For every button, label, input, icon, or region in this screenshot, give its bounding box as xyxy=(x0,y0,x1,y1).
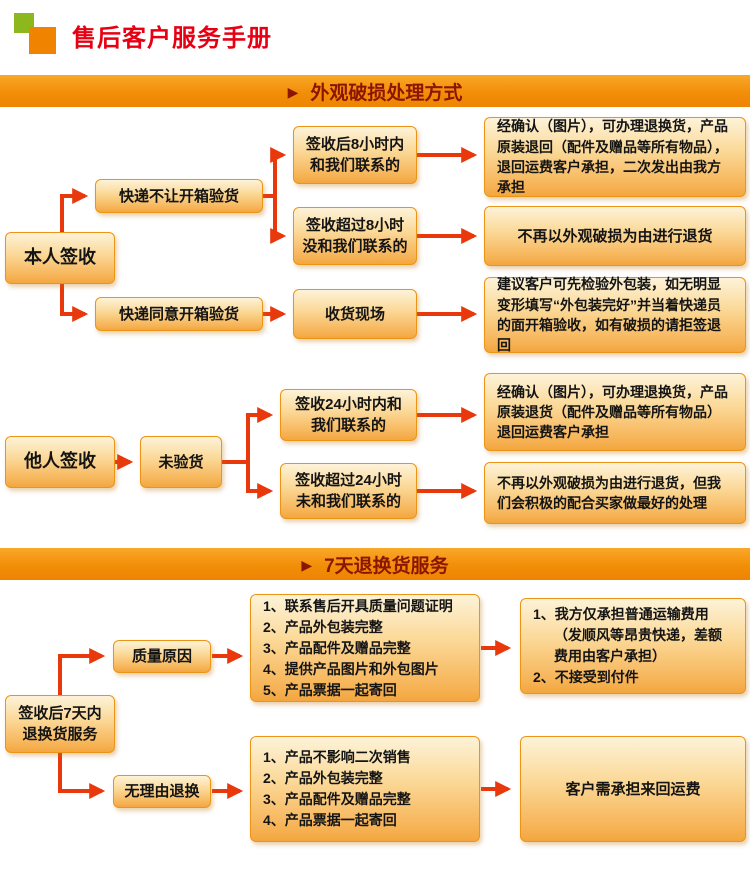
list-item: 4、提供产品图片和外包图片 xyxy=(263,660,439,677)
result-over-8h: 不再以外观破损为由进行退货 xyxy=(484,206,746,266)
brand-logo xyxy=(14,10,60,56)
node-not-inspected: 未验货 xyxy=(140,436,222,488)
node-other-sign: 他人签收 xyxy=(5,436,115,488)
page-header: 售后客户服务手册 xyxy=(0,0,750,66)
connector-self-to-agreeopen xyxy=(60,284,89,322)
result-receive-scene: 建议客户可先检验外包装，如无明显变形填写“外包装完好”并当着快递员的面开箱验收，… xyxy=(484,276,746,353)
node-self-sign: 本人签收 xyxy=(5,232,115,284)
list-item: 1、产品不影响二次销售 xyxy=(263,749,411,765)
node-over-8h: 签收超过8小时没和我们联系的 xyxy=(293,207,417,265)
result-within-24h: 经确认（图片），可办理退换货，产品原装退货（配件及赠品等所有物品）退回运费客户承… xyxy=(484,373,746,451)
node-quality-reason: 质量原因 xyxy=(113,640,211,673)
node-receive-scene: 收货现场 xyxy=(293,289,417,339)
logo-orange-square-icon xyxy=(29,27,56,54)
node-over-24h: 签收超过24小时未和我们联系的 xyxy=(280,463,417,519)
list-item: 1、我方仅承担普通运输费用（发顺风等昂贵快递，差额费用由客户承担） xyxy=(533,606,722,664)
triangle-marker-icon: ▶ xyxy=(301,556,313,573)
quality-requirement-list: 1、联系售后开具质量问题证明 2、产品外包装完整 3、产品配件及赠品完整 4、提… xyxy=(250,594,480,702)
connector-root7-to-quality xyxy=(58,648,106,695)
list-item: 2、产品外包装完整 xyxy=(263,770,383,786)
node-7day-service: 签收后7天内退换货服务 xyxy=(5,695,115,753)
list-item: 2、不接受到付件 xyxy=(533,669,639,685)
connector-self-to-noopen xyxy=(60,188,89,232)
quality-result-box: 1、我方仅承担普通运输费用（发顺风等昂贵快递，差额费用由客户承担） 2、不接受到… xyxy=(520,598,746,694)
no-reason-result-box: 客户需承担来回运费 xyxy=(520,736,746,842)
node-within-24h: 签收24小时内和我们联系的 xyxy=(280,389,417,441)
node-courier-no-open: 快递不让开箱验货 xyxy=(95,179,263,213)
connector-notinspected-split-up xyxy=(222,407,274,464)
connector-noopen-split-down xyxy=(270,196,287,244)
list-item: 3、产品配件及赠品完整 xyxy=(263,791,411,807)
page-title: 售后客户服务手册 xyxy=(72,25,272,52)
node-courier-agree-open: 快递同意开箱验货 xyxy=(95,297,263,331)
result-within-8h: 经确认（图片），可办理退换货，产品原装退回（配件及赠品等所有物品），退回运费客户… xyxy=(484,117,746,197)
node-no-reason: 无理由退换 xyxy=(113,775,211,808)
section1-banner-title: 外观破损处理方式 xyxy=(310,82,463,104)
list-item: 1、联系售后开具质量问题证明 xyxy=(263,597,453,614)
connector-noopen-split-up xyxy=(263,147,287,198)
node-within-8h: 签收后8小时内和我们联系的 xyxy=(293,126,417,184)
connector-notinspected-split-down xyxy=(246,462,274,499)
section1-banner: ▶ 外观破损处理方式 xyxy=(0,75,750,107)
section2-banner-title: 7天退换货服务 xyxy=(324,555,449,577)
list-item: 2、产品外包装完整 xyxy=(263,618,383,635)
list-item: 4、产品票据一起寄回 xyxy=(263,812,397,828)
connector-root7-to-noreason xyxy=(58,753,106,799)
section2-banner: ▶ 7天退换货服务 xyxy=(0,548,750,580)
result-over-24h: 不再以外观破损为由进行退货，但我们会积极的配合买家做最好的处理 xyxy=(484,462,746,524)
list-item: 5、产品票据一起寄回 xyxy=(263,681,397,698)
triangle-marker-icon: ▶ xyxy=(287,83,299,100)
no-reason-requirement-list: 1、产品不影响二次销售 2、产品外包装完整 3、产品配件及赠品完整 4、产品票据… xyxy=(250,736,480,842)
list-item: 3、产品配件及赠品完整 xyxy=(263,639,411,656)
